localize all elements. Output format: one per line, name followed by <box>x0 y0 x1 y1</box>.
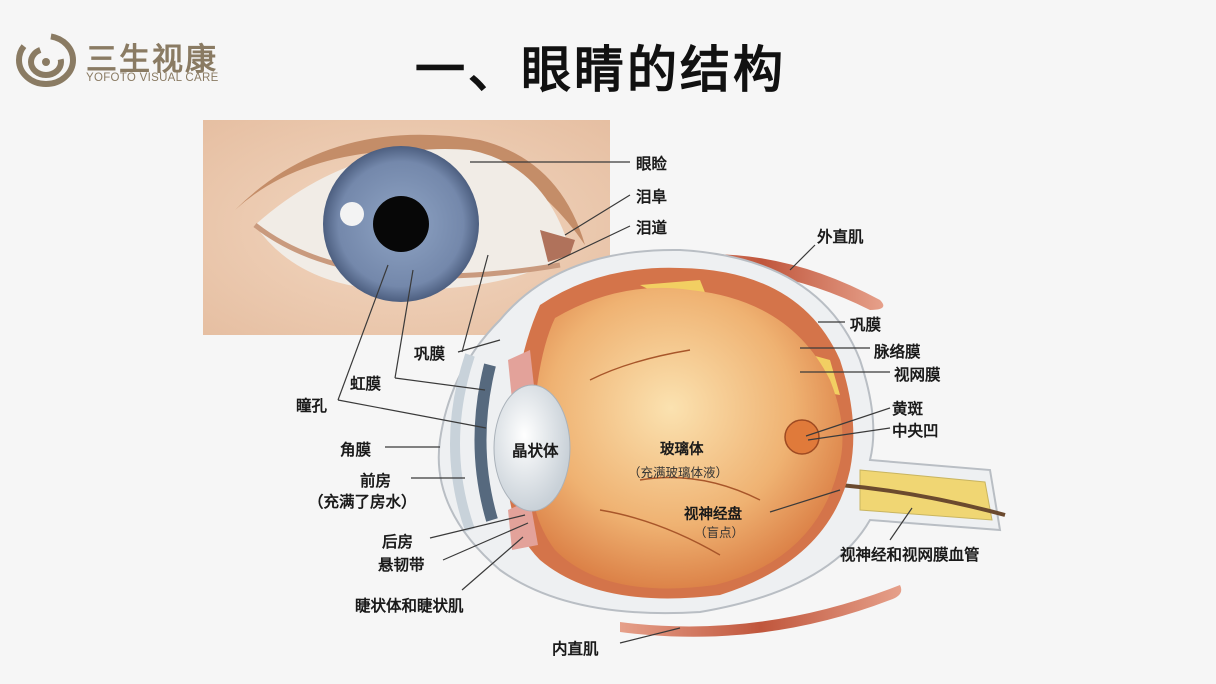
label-choroid: 脉络膜 <box>874 343 921 361</box>
label-sclera: 巩膜 <box>850 316 882 334</box>
label-zonule: 悬韧带 <box>378 556 425 574</box>
label-lacrimal-caruncle: 泪阜 <box>636 188 668 206</box>
leader-lines <box>337 161 913 644</box>
logo-name-cn: 三生视康 <box>86 42 218 78</box>
label-cornea: 角膜 <box>340 441 372 459</box>
page-title: 一、眼睛的结构 <box>415 40 786 99</box>
logo-name-en: YOFOTO VISUAL CARE <box>86 72 219 84</box>
macula <box>784 419 820 455</box>
label-lateral-rectus: 外直肌 <box>817 228 864 246</box>
logo-swirl-icon <box>16 33 76 87</box>
label-vitreous-note: （充满玻璃体液） <box>628 465 729 480</box>
label-optic-disc: 视神经盘 <box>684 507 742 523</box>
label-anterior-chamber-note: （充满了房水） <box>308 493 417 511</box>
label-retina: 视网膜 <box>894 366 941 384</box>
label-optic-disc-note: （盲点） <box>694 525 745 540</box>
lens <box>493 384 571 512</box>
label-photo-sclera: 巩膜 <box>414 345 446 363</box>
eye-photo <box>203 120 610 335</box>
label-fovea: 中央凹 <box>892 422 939 440</box>
label-pupil: 瞳孔 <box>296 397 328 415</box>
label-lacrimal-duct: 泪道 <box>636 219 668 237</box>
label-ciliary: 睫状体和睫状肌 <box>355 597 464 615</box>
eye-cross-section <box>437 248 1006 615</box>
label-lens: 晶状体 <box>512 442 559 460</box>
label-anterior-chamber: 前房 <box>360 472 392 490</box>
label-macula: 黄斑 <box>892 400 924 418</box>
label-posterior-chamber: 后房 <box>382 533 414 551</box>
label-eyelid: 眼睑 <box>636 155 668 173</box>
brand-logo: 三生视康 YOFOTO VISUAL CARE <box>16 30 246 90</box>
label-optic-nerve: 视神经和视网膜血管 <box>840 546 980 564</box>
label-vitreous: 玻璃体 <box>660 442 704 458</box>
label-iris: 虹膜 <box>350 375 382 393</box>
label-medial-rectus: 内直肌 <box>552 640 599 658</box>
medial-rectus-muscle <box>620 585 902 637</box>
